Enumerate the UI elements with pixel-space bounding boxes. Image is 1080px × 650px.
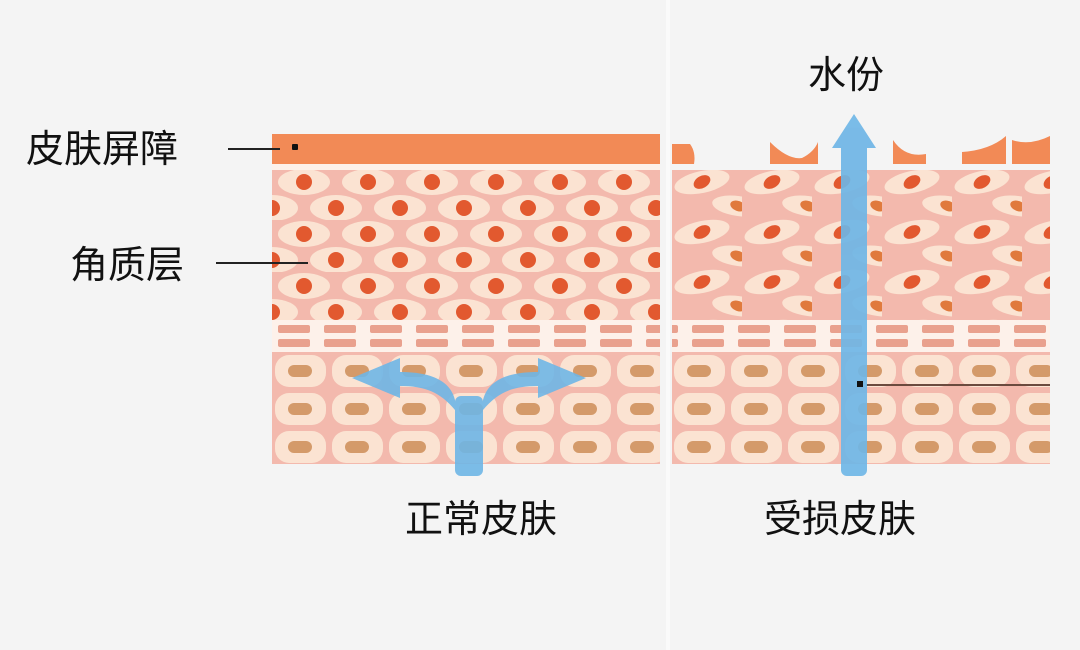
label-skin-barrier: 皮肤屏障	[26, 127, 179, 171]
panel-divider	[666, 0, 670, 650]
caption-damaged-skin: 受损皮肤	[764, 497, 917, 541]
water-retained-arrow	[352, 358, 586, 476]
broken-barrier-fragments	[672, 136, 1050, 164]
barrier-marker-dot	[292, 144, 298, 150]
damaged-skin-panel	[672, 114, 1050, 476]
granular-layer	[272, 320, 660, 352]
caption-normal-skin: 正常皮肤	[405, 497, 558, 541]
label-stratum-corneum: 角质层	[70, 243, 185, 287]
label-water: 水份	[808, 53, 885, 97]
leader-line-stratum-corneum	[216, 262, 308, 264]
water-loss-arrow	[832, 114, 876, 476]
intact-barrier-layer	[272, 134, 660, 164]
leader-line-skin-barrier	[228, 148, 280, 150]
normal-skin-panel	[272, 134, 660, 476]
stratum-corneum-cells	[272, 170, 660, 320]
